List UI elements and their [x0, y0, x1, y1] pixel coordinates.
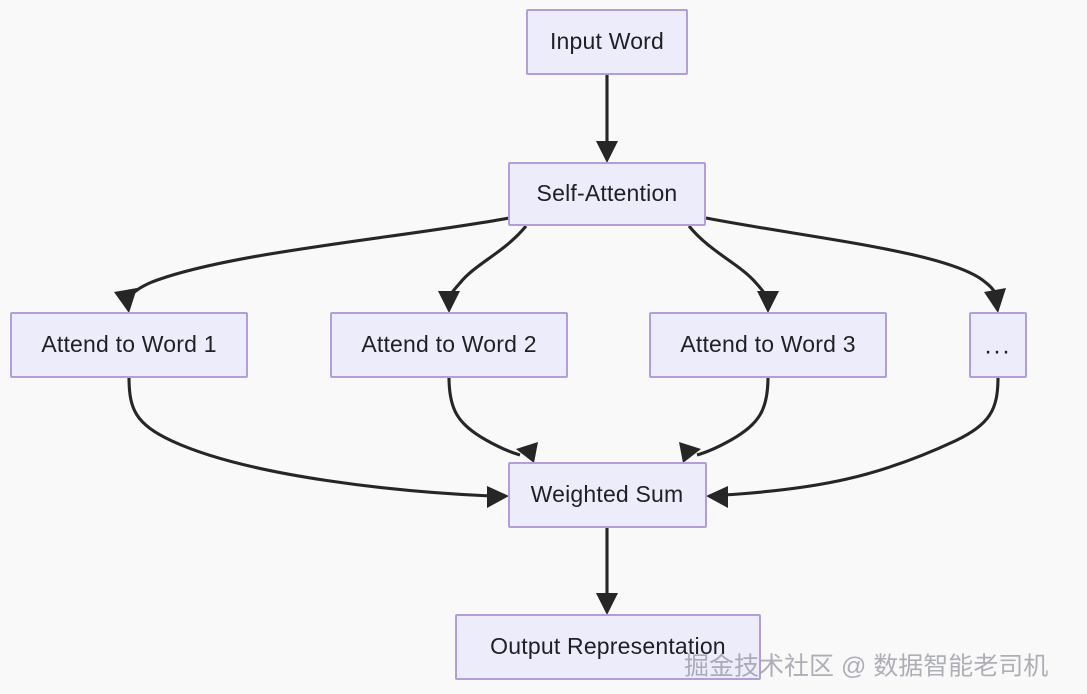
arrow-head-icon [706, 486, 728, 508]
node-attend-word-2-label: Attend to Word 2 [361, 331, 536, 357]
node-input-word-label: Input Word [550, 28, 664, 54]
node-self-attention-label: Self-Attention [537, 180, 678, 206]
node-more-ellipsis-label: ... [985, 332, 1012, 360]
edge-self-attention-to-more [705, 216, 1006, 313]
edge-self-attention-to-word3 [687, 225, 779, 313]
edge-self-attention-to-word2 [438, 225, 528, 313]
arrow-head-icon [487, 486, 509, 508]
watermark-label: 掘金技术社区 @ 数据智能老司机 [684, 653, 1048, 681]
edge-word1-to-weighted-sum [127, 376, 509, 508]
edge-input-to-self-attention [596, 74, 618, 163]
node-attend-word-1-box[interactable] [10, 312, 248, 378]
node-weighted-sum-box[interactable] [508, 462, 707, 528]
node-attend-word-2-box[interactable] [330, 312, 568, 378]
node-layer: Input Word Self-Attention Attend to Word… [10, 9, 1027, 680]
arrow-head-icon [984, 288, 1006, 313]
edge-layer [114, 74, 1006, 615]
node-weighted-sum[interactable]: Weighted Sum [508, 462, 707, 528]
edge-word2-to-weighted-sum [447, 376, 538, 463]
arrow-head-icon [516, 442, 538, 463]
node-input-word[interactable]: Input Word [526, 9, 688, 75]
edge-more-to-weighted-sum [706, 376, 1000, 508]
node-attend-word-2[interactable]: Attend to Word 2 [330, 312, 568, 378]
node-output-representation-box[interactable] [455, 614, 761, 680]
node-attend-word-1[interactable]: Attend to Word 1 [10, 312, 248, 378]
edge-word3-to-weighted-sum [679, 376, 770, 463]
node-self-attention-box[interactable] [508, 162, 706, 226]
node-input-word-box[interactable] [526, 9, 688, 75]
node-more-ellipsis[interactable]: ... [969, 312, 1027, 378]
node-more-ellipsis-box[interactable] [969, 312, 1027, 378]
arrow-head-icon [757, 291, 779, 313]
arrow-head-icon [596, 141, 618, 163]
edge-self-attention-to-word1 [114, 216, 510, 313]
node-weighted-sum-label: Weighted Sum [531, 481, 684, 507]
node-output-representation[interactable]: Output Representation [455, 614, 761, 680]
node-output-representation-label: Output Representation [490, 633, 726, 659]
arrow-head-icon [596, 593, 618, 615]
edge-weighted-sum-to-output [596, 527, 618, 615]
arrow-head-icon [679, 442, 701, 463]
arrow-head-icon [438, 291, 460, 313]
node-attend-word-3[interactable]: Attend to Word 3 [649, 312, 887, 378]
node-attend-word-3-label: Attend to Word 3 [680, 331, 855, 357]
node-self-attention[interactable]: Self-Attention [508, 162, 706, 226]
node-attend-word-1-label: Attend to Word 1 [41, 331, 216, 357]
arrow-head-icon [114, 288, 137, 313]
node-attend-word-3-box[interactable] [649, 312, 887, 378]
